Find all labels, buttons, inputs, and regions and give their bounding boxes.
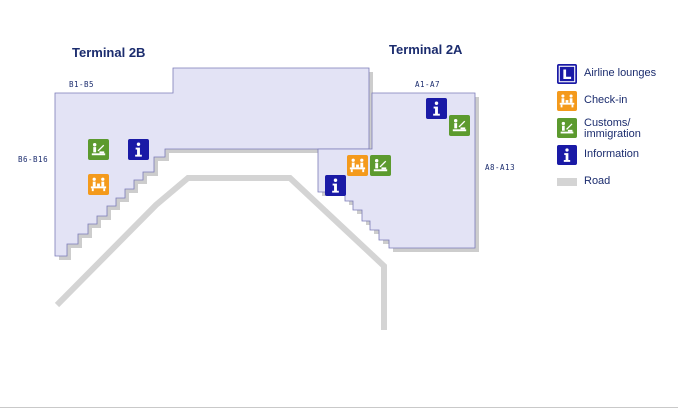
check-in-icon[interactable] bbox=[347, 155, 368, 176]
terminal-2b-label: Terminal 2B bbox=[72, 45, 146, 60]
terminal-2a-label: Terminal 2A bbox=[389, 42, 463, 57]
terminal-2a-building bbox=[317, 92, 479, 252]
gate-label-a1-a7: A1-A7 bbox=[415, 80, 441, 89]
road bbox=[54, 175, 387, 330]
bottom-divider bbox=[0, 407, 678, 408]
legend-label-road: Road bbox=[584, 175, 611, 187]
legend-label-information: Information bbox=[584, 148, 640, 160]
customs-immigration-icon bbox=[557, 118, 577, 138]
airline-lounge-icon bbox=[557, 64, 577, 84]
legend-label-customs-line1: Customs/ bbox=[584, 117, 631, 129]
road-swatch bbox=[557, 178, 577, 186]
information-icon[interactable] bbox=[128, 139, 149, 160]
information-icon[interactable] bbox=[426, 98, 447, 119]
legend-label-customs: Customs/ immigration bbox=[584, 118, 641, 140]
legend-label-customs-line2: immigration bbox=[584, 128, 641, 140]
customs-immigration-icon[interactable] bbox=[88, 139, 109, 160]
check-in-icon[interactable] bbox=[88, 174, 109, 195]
legend-item-check-in[interactable]: Check-in bbox=[557, 91, 627, 111]
legend-label-check-in: Check-in bbox=[584, 94, 628, 106]
legend-item-lounge[interactable]: Airline lounges bbox=[557, 64, 656, 84]
information-icon[interactable] bbox=[325, 175, 346, 196]
gate-label-b6-b16: B6-B16 bbox=[18, 155, 49, 164]
check-in-icon bbox=[557, 91, 577, 111]
information-icon bbox=[557, 145, 577, 165]
legend-item-customs[interactable]: Customs/ immigration bbox=[557, 118, 641, 140]
gate-label-b1-b5: B1-B5 bbox=[69, 80, 95, 89]
terminal-2b-building bbox=[54, 67, 373, 260]
customs-immigration-icon[interactable] bbox=[370, 155, 391, 176]
customs-immigration-icon[interactable] bbox=[449, 115, 470, 136]
legend-label-lounge: Airline lounges bbox=[584, 67, 657, 79]
legend-item-road[interactable]: Road bbox=[557, 175, 610, 187]
gate-label-a8-a13: A8-A13 bbox=[485, 163, 516, 172]
legend-item-information[interactable]: Information bbox=[557, 145, 639, 165]
